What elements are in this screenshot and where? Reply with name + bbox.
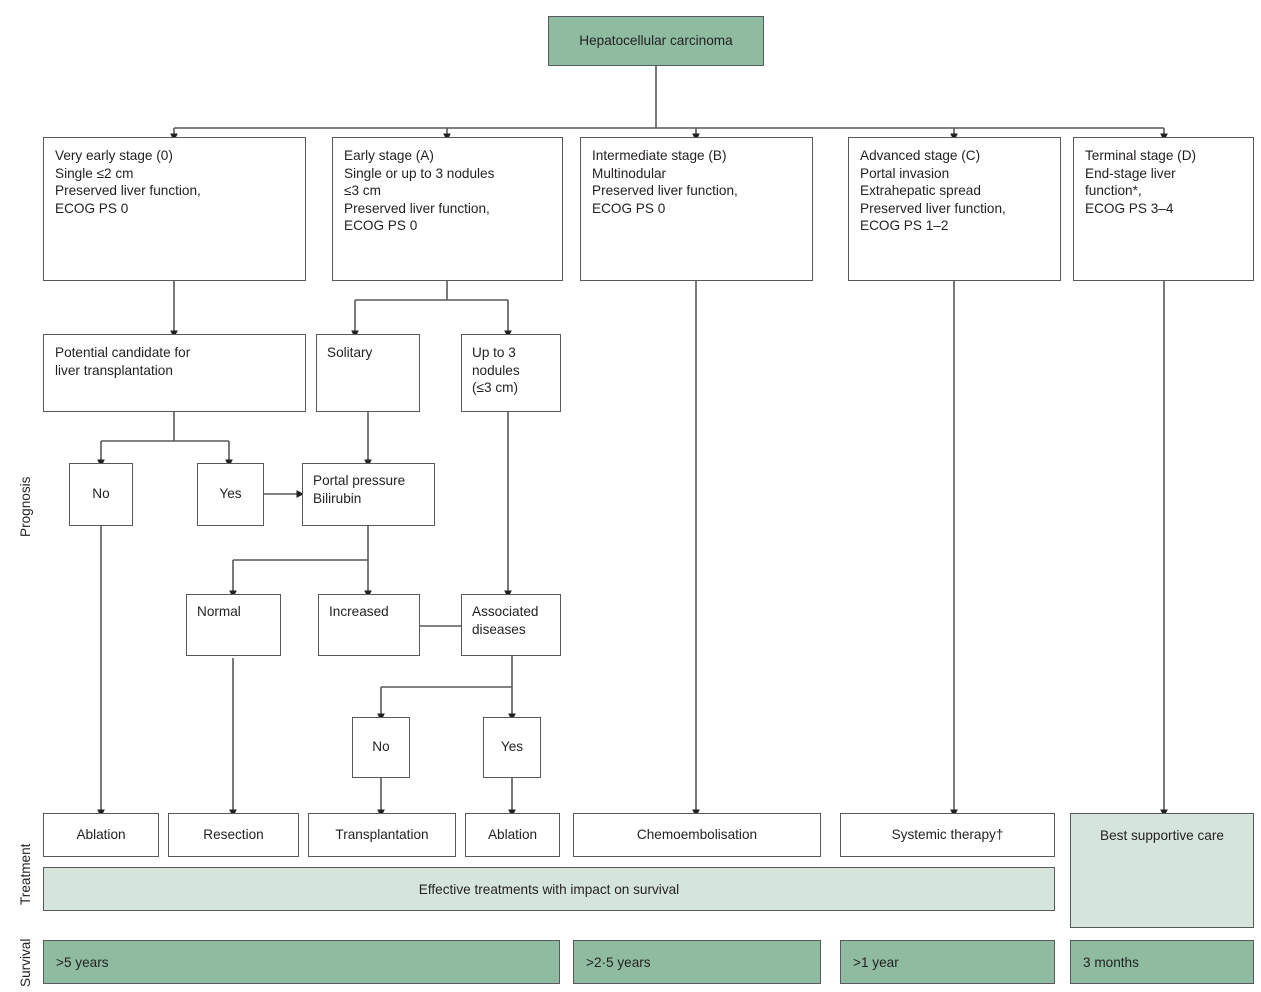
survival-bar-very-early-early: >5 years [43, 940, 560, 984]
node-candidate-yes[interactable]: Yes [197, 463, 264, 526]
node-diseases-no[interactable]: No [352, 717, 410, 778]
treatment-box-transplantation[interactable]: Transplantation [308, 813, 456, 857]
treatment-box-chemoembolisation[interactable]: Chemoembolisation [573, 813, 821, 857]
effective-treatments-band: Effective treatments with impact on surv… [43, 867, 1055, 911]
stage-box-intermediate[interactable]: Intermediate stage (B) Multinodular Pres… [580, 137, 813, 281]
node-diseases-yes[interactable]: Yes [483, 717, 541, 778]
stage-box-early[interactable]: Early stage (A) Single or up to 3 nodule… [332, 137, 563, 281]
node-associated-diseases[interactable]: Associated diseases [461, 594, 561, 656]
survival-bar-terminal: 3 months [1070, 940, 1254, 984]
node-up-to-3-nodules[interactable]: Up to 3 nodules (≤3 cm) [461, 334, 561, 412]
node-portal-pressure-bilirubin[interactable]: Portal pressure Bilirubin [302, 463, 435, 526]
node-solitary[interactable]: Solitary [316, 334, 420, 412]
axis-label-prognosis: Prognosis [18, 476, 33, 537]
treatment-box-best-supportive-care[interactable]: Best supportive care [1070, 813, 1254, 928]
axis-label-survival: Survival [18, 938, 33, 987]
stage-box-terminal[interactable]: Terminal stage (D) End-stage liver funct… [1073, 137, 1254, 281]
treatment-box-resection[interactable]: Resection [168, 813, 299, 857]
treatment-box-systemic-therapy[interactable]: Systemic therapy† [840, 813, 1055, 857]
stage-box-very-early[interactable]: Very early stage (0) Single ≤2 cm Preser… [43, 137, 306, 281]
survival-bar-intermediate: >2·5 years [573, 940, 821, 984]
axis-label-treatment: Treatment [18, 843, 33, 905]
node-pressure-normal[interactable]: Normal [186, 594, 281, 656]
diagram-title-box: Hepatocellular carcinoma [548, 16, 764, 66]
node-pressure-increased[interactable]: Increased [318, 594, 420, 656]
treatment-box-ablation-1[interactable]: Ablation [43, 813, 159, 857]
node-candidate-no[interactable]: No [69, 463, 133, 526]
survival-bar-advanced: >1 year [840, 940, 1055, 984]
node-potential-transplant-candidate[interactable]: Potential candidate for liver transplant… [43, 334, 306, 412]
stage-box-advanced[interactable]: Advanced stage (C) Portal invasion Extra… [848, 137, 1061, 281]
treatment-box-ablation-2[interactable]: Ablation [465, 813, 560, 857]
